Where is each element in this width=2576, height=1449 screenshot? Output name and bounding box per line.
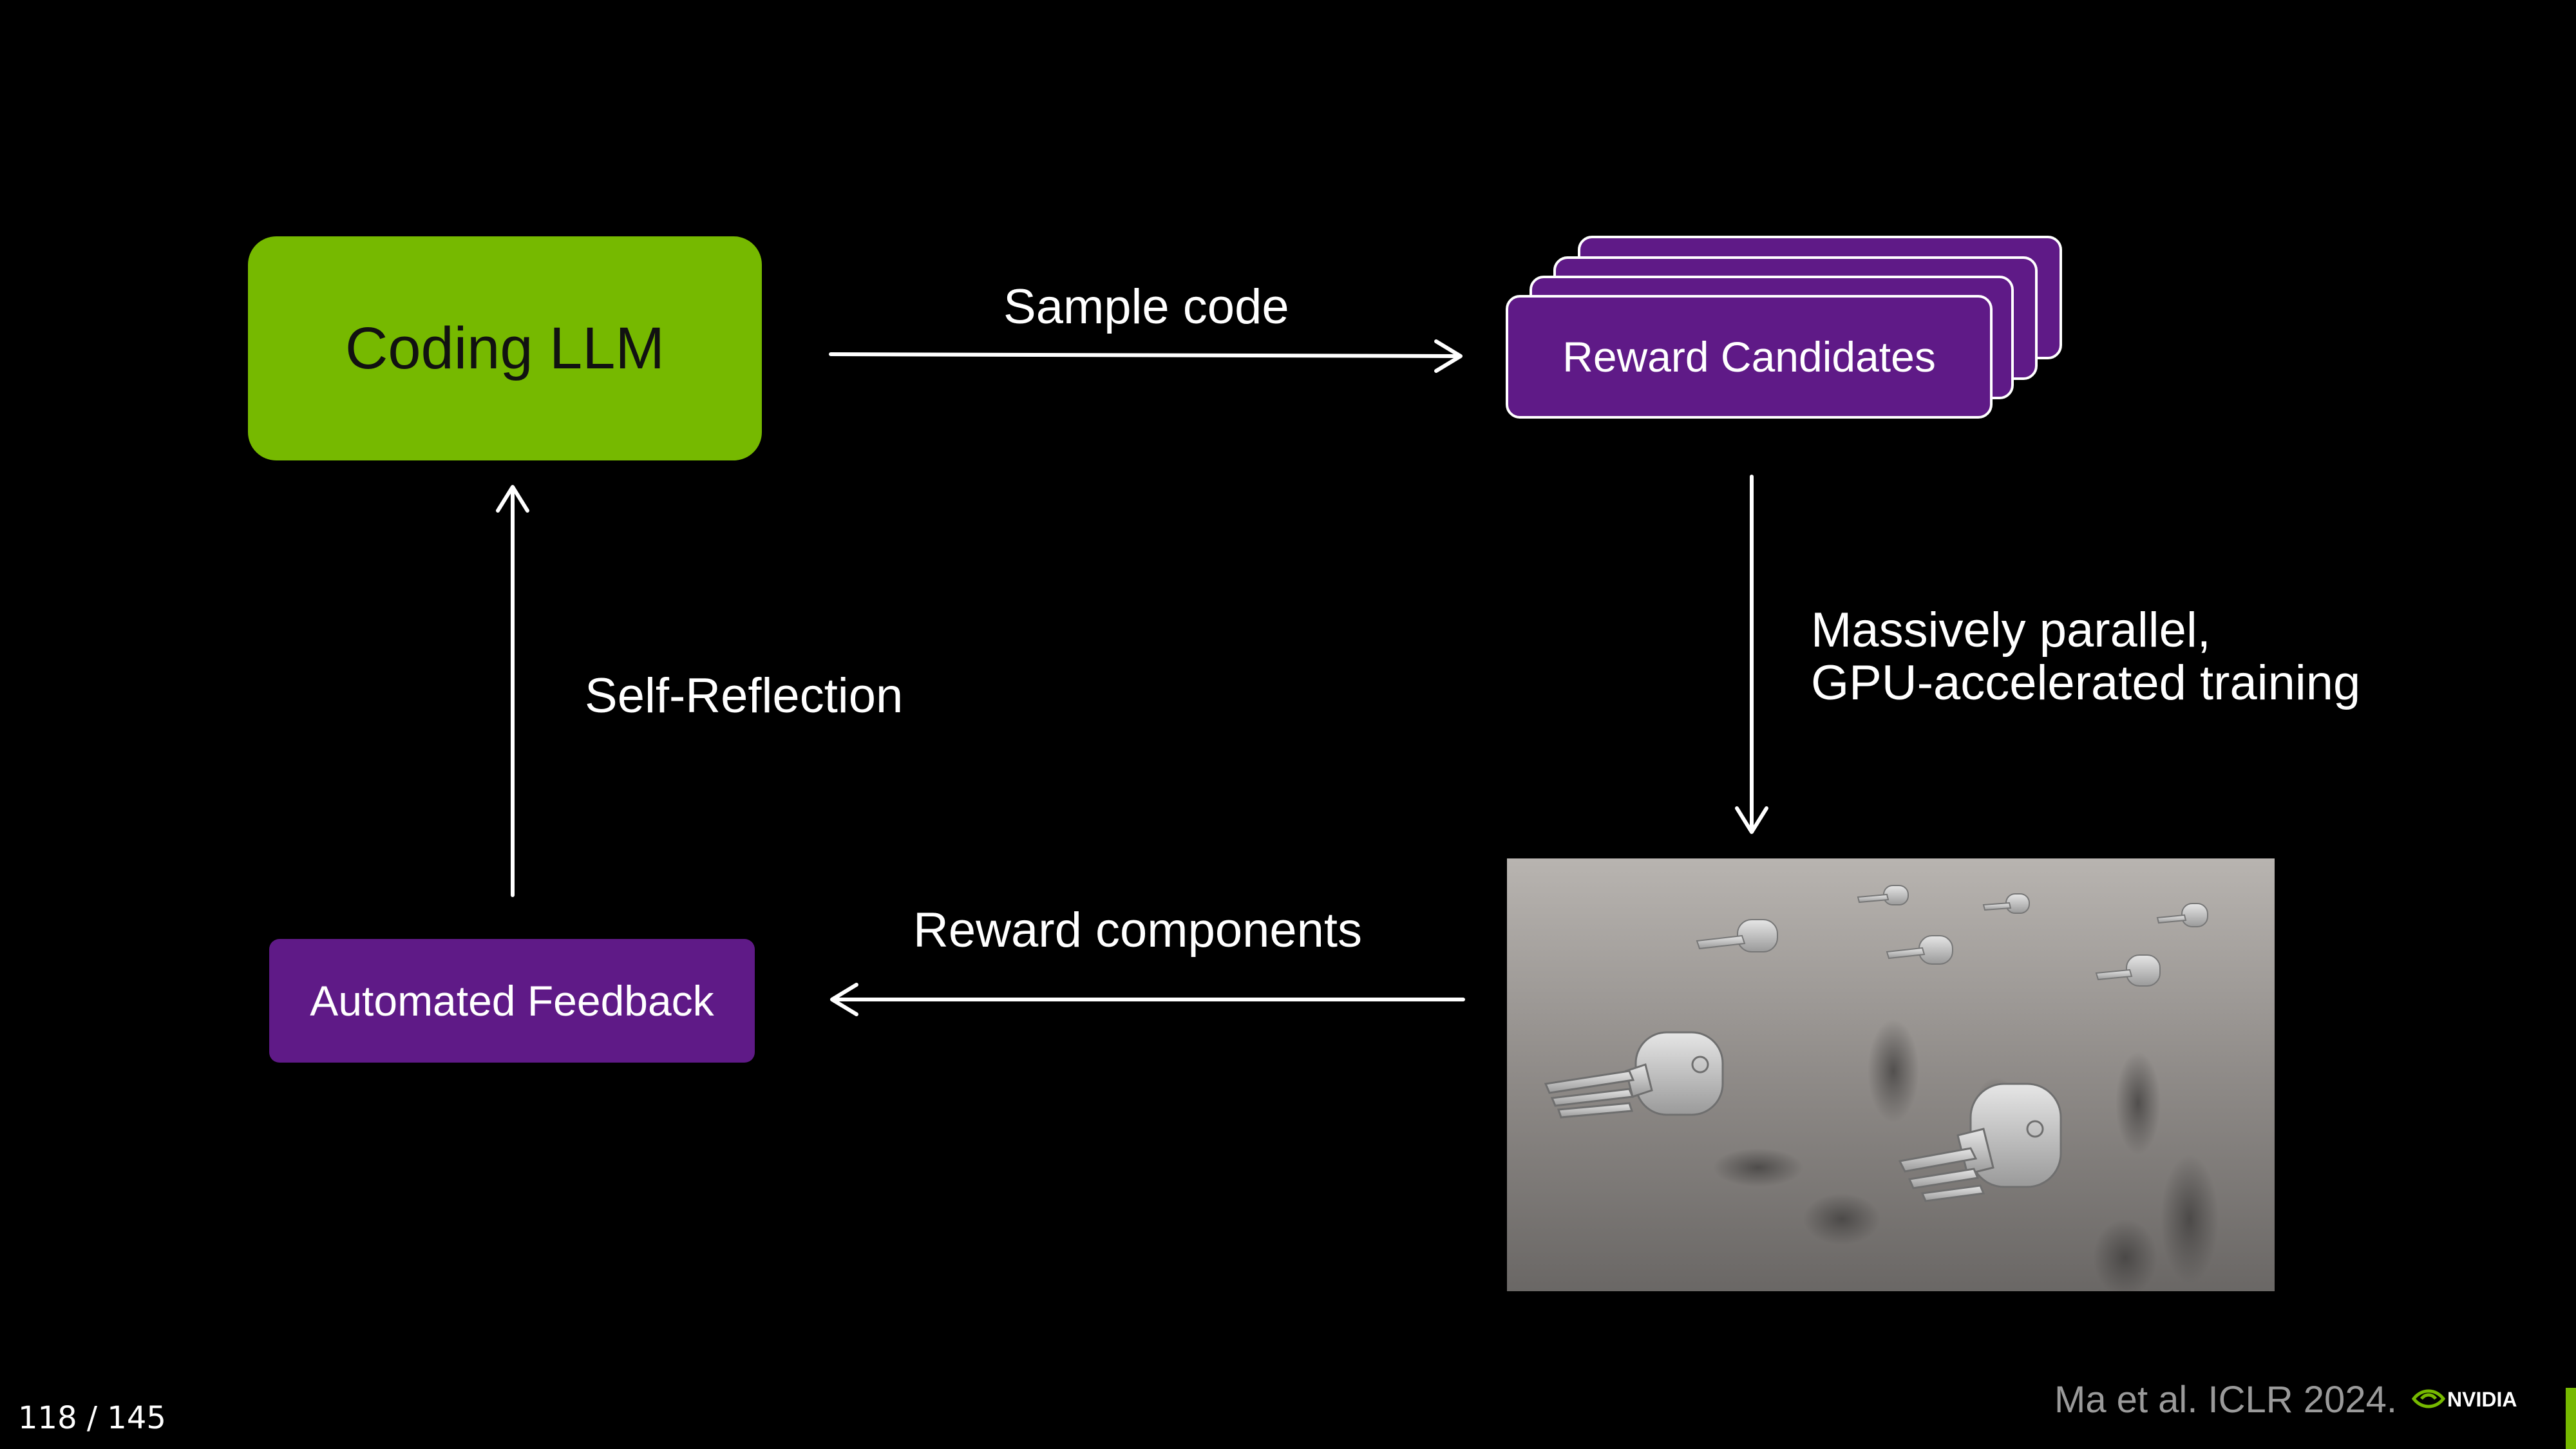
coding-llm-node: Coding LLM — [248, 236, 762, 460]
coding-llm-label: Coding LLM — [345, 315, 665, 381]
automated-feedback-label: Automated Feedback — [310, 977, 714, 1025]
self-reflection-label: Self-Reflection — [585, 668, 904, 723]
sample-code-label: Sample code — [1003, 279, 1289, 334]
reward-components-label: Reward components — [913, 903, 1363, 958]
reward-candidates-node: Reward Candidates — [1506, 295, 1993, 419]
simulation-image — [1507, 858, 2275, 1291]
arrow-self-reflection — [496, 485, 529, 897]
arrow-training — [1735, 475, 1768, 834]
training-label-line1: Massively parallel, — [1811, 603, 2211, 658]
citation: Ma et al. ICLR 2024. — [2054, 1379, 2397, 1421]
arrow-sample-code — [829, 339, 1463, 373]
reward-candidates-label: Reward Candidates — [1562, 333, 1936, 381]
svg-text:NVIDIA: NVIDIA — [2447, 1388, 2517, 1411]
accent-corner-bar — [2566, 1388, 2576, 1449]
arrow-reward-components — [830, 983, 1465, 1016]
automated-feedback-node: Automated Feedback — [269, 939, 755, 1063]
training-label: Massively parallel, GPU-accelerated trai… — [1811, 603, 2361, 711]
nvidia-logo-icon: NVIDIA — [2410, 1385, 2532, 1413]
training-label-line2: GPU-accelerated training — [1811, 656, 2361, 711]
page-number: 118 / 145 — [18, 1400, 166, 1436]
